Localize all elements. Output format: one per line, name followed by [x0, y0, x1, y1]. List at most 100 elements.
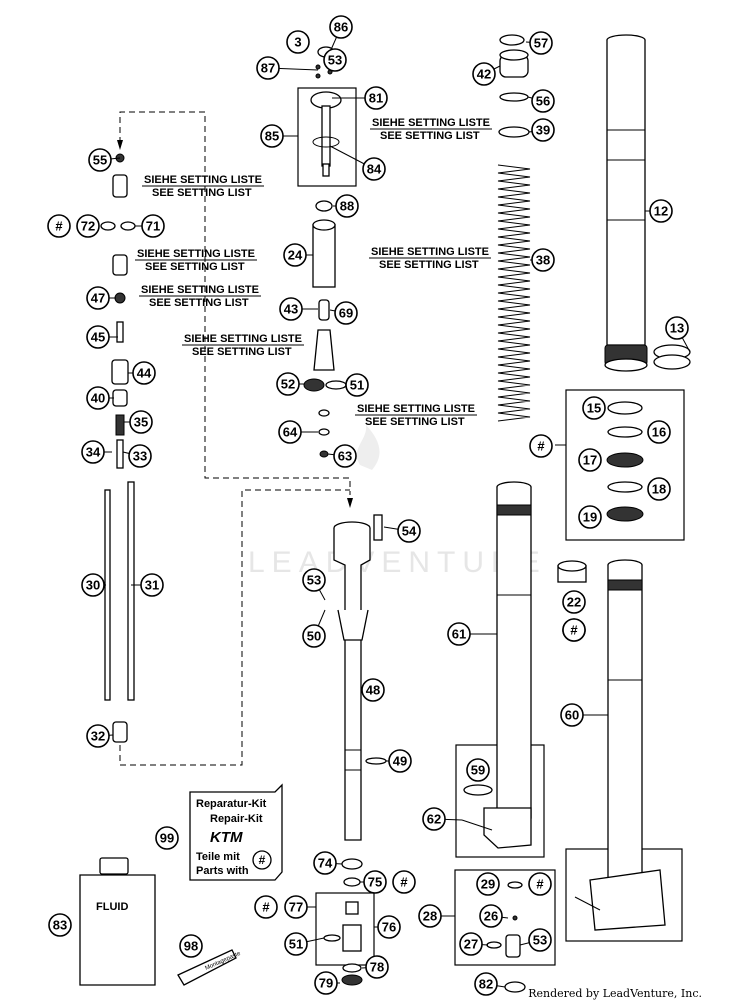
fluid-bottle: FLUID — [79, 857, 156, 986]
callout-40: 40 — [86, 386, 110, 410]
svg-text:33: 33 — [133, 449, 147, 464]
svg-text:48: 48 — [366, 683, 380, 698]
callout-19: 19 — [578, 505, 602, 529]
callout-45: 45 — [86, 325, 110, 349]
svg-text:99: 99 — [160, 831, 174, 846]
callout-47: 47 — [86, 286, 110, 310]
svg-text:44: 44 — [137, 366, 152, 381]
svg-text:53: 53 — [307, 573, 321, 588]
svg-text:39: 39 — [536, 123, 550, 138]
callout-49: 49 — [388, 749, 412, 773]
callout-44: 44 — [132, 361, 156, 385]
callout-15: 15 — [582, 396, 606, 420]
svg-text:22: 22 — [567, 595, 581, 610]
svg-text:57: 57 — [534, 36, 548, 51]
leader-lines — [93, 26, 691, 988]
svg-text:31: 31 — [145, 578, 159, 593]
svg-text:50: 50 — [307, 629, 321, 644]
callout-71: 71 — [141, 214, 165, 238]
callout-53: 53 — [323, 48, 347, 72]
callout-63: 63 — [333, 444, 357, 468]
svg-text:53: 53 — [328, 53, 342, 68]
callout-55: 55 — [88, 148, 112, 172]
svg-text:SEE SETTING LIST: SEE SETTING LIST — [380, 130, 480, 142]
hash-marker: # — [528, 872, 552, 896]
svg-text:12: 12 — [654, 204, 668, 219]
watermark-logo: LEADVENTURE — [248, 425, 540, 579]
svg-text:63: 63 — [338, 449, 352, 464]
svg-text:SEE SETTING LIST: SEE SETTING LIST — [192, 346, 292, 358]
svg-text:SIEHE SETTING LISTE: SIEHE SETTING LISTE — [144, 174, 262, 186]
callout-24: 24 — [283, 243, 307, 267]
svg-text:42: 42 — [477, 67, 491, 82]
svg-text:SIEHE SETTING LISTE: SIEHE SETTING LISTE — [141, 284, 259, 296]
callout-88: 88 — [335, 194, 359, 218]
svg-text:45: 45 — [91, 330, 105, 345]
svg-text:27: 27 — [464, 937, 478, 952]
svg-text:SIEHE SETTING LISTE: SIEHE SETTING LISTE — [371, 246, 489, 258]
svg-text:18: 18 — [652, 482, 666, 497]
svg-text:SEE SETTING LIST: SEE SETTING LIST — [365, 416, 465, 428]
callout-85: 85 — [260, 124, 284, 148]
repair-kit-line3: Teile mit — [196, 851, 240, 863]
svg-text:54: 54 — [402, 524, 417, 539]
svg-text:SEE SETTING LIST: SEE SETTING LIST — [379, 259, 479, 271]
callout-56: 56 — [531, 89, 555, 113]
svg-text:SEE SETTING LIST: SEE SETTING LIST — [152, 187, 252, 199]
bottom-center-parts — [315, 858, 375, 986]
svg-text:#: # — [400, 875, 408, 890]
seal-kit-box — [555, 389, 685, 541]
svg-text:53: 53 — [533, 933, 547, 948]
svg-text:26: 26 — [484, 909, 498, 924]
callout-82: 82 — [474, 972, 498, 996]
callout-28: 28 — [418, 904, 442, 928]
svg-text:35: 35 — [134, 415, 148, 430]
callout-77: 77 — [284, 895, 308, 919]
repair-kit-line1: Reparatur-Kit — [196, 798, 267, 810]
svg-text:19: 19 — [583, 510, 597, 525]
hash-marker: # — [529, 434, 553, 458]
svg-text:SEE SETTING LIST: SEE SETTING LIST — [145, 261, 245, 273]
svg-text:51: 51 — [289, 937, 303, 952]
svg-text:60: 60 — [565, 708, 579, 723]
fork-spring-38 — [497, 164, 531, 422]
svg-text:72: 72 — [81, 219, 95, 234]
svg-text:84: 84 — [367, 162, 382, 177]
callout-62: 62 — [422, 807, 446, 831]
callout-98: 98 — [179, 934, 203, 958]
assembly-path-left — [119, 111, 351, 495]
svg-text:61: 61 — [452, 627, 466, 642]
svg-text:#: # — [536, 877, 544, 892]
svg-text:SIEHE SETTING LISTE: SIEHE SETTING LISTE — [184, 333, 302, 345]
svg-text:85: 85 — [265, 129, 279, 144]
svg-text:SIEHE SETTING LISTE: SIEHE SETTING LISTE — [357, 403, 475, 415]
repair-kit-symbol: # — [259, 853, 266, 867]
callout-51: 51 — [284, 932, 308, 956]
hash-marker: # — [254, 895, 278, 919]
svg-text:74: 74 — [318, 856, 333, 871]
callout-99: 99 — [155, 826, 179, 850]
svg-text:SIEHE SETTING LISTE: SIEHE SETTING LISTE — [372, 117, 490, 129]
callout-13: 13 — [665, 316, 689, 340]
assembly-path-bottom — [119, 489, 350, 766]
callout-50: 50 — [302, 624, 326, 648]
lower-tube-60 — [565, 559, 683, 942]
callout-64: 64 — [278, 420, 302, 444]
callout-33: 33 — [128, 444, 152, 468]
svg-text:87: 87 — [261, 61, 275, 76]
callout-87: 87 — [256, 56, 280, 80]
callout-30: 30 — [81, 573, 105, 597]
left-small-parts — [100, 153, 136, 743]
callout-54: 54 — [397, 519, 421, 543]
svg-text:32: 32 — [91, 729, 105, 744]
callout-38: 38 — [531, 248, 555, 272]
callout-84: 84 — [362, 157, 386, 181]
callout-43: 43 — [279, 297, 303, 321]
repair-kit-brand: KTM — [210, 829, 243, 846]
